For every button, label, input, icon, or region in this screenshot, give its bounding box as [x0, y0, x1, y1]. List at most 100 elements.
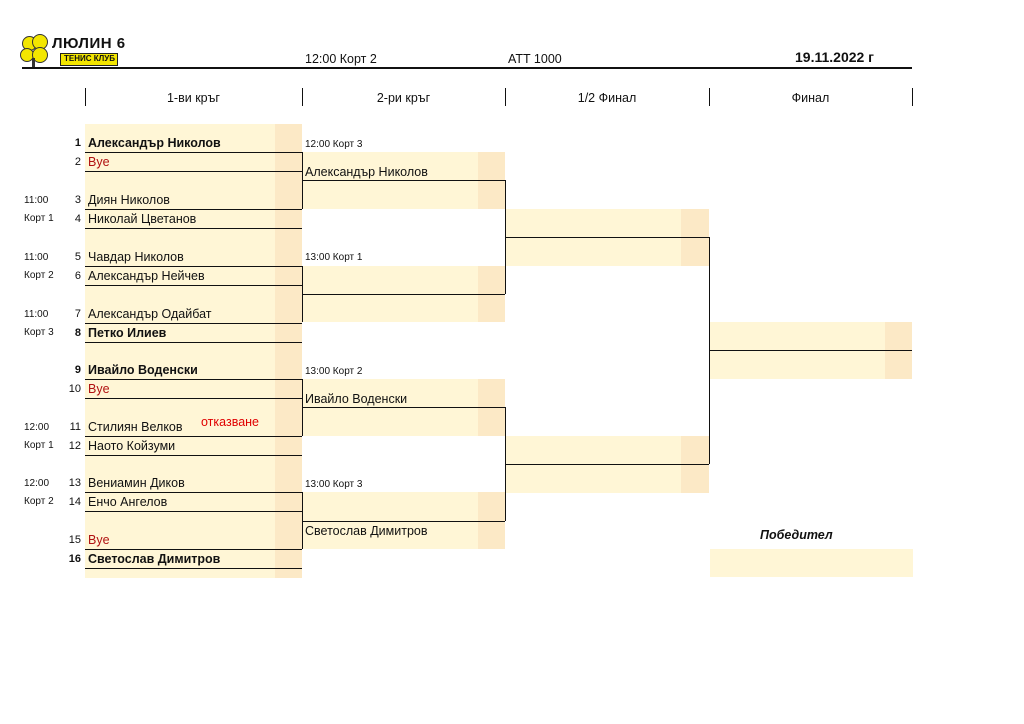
- r1-seed-cell: [275, 294, 302, 314]
- header-time-court: 12:00 Корт 2: [305, 52, 377, 66]
- player-name[interactable]: Александър Нейчев: [88, 269, 205, 283]
- r1-seed-cell: [275, 124, 302, 144]
- r1-cell: [85, 256, 275, 276]
- r1-cell: [85, 275, 275, 295]
- final-line: [709, 350, 912, 351]
- match-court: Корт 1: [24, 440, 54, 451]
- r2-match-time: 13:00 Корт 3: [305, 479, 363, 490]
- r1-line: [85, 228, 302, 229]
- player-name[interactable]: Енчо Ангелов: [88, 495, 168, 509]
- draw-number: 10: [68, 383, 81, 395]
- r1-seed-cell: [275, 407, 302, 427]
- draw-number: 2: [74, 156, 81, 168]
- match-court: Корт 3: [24, 327, 54, 338]
- match-court: Корт 2: [24, 270, 54, 281]
- round-header: 2-ри кръг: [376, 91, 431, 105]
- player-name[interactable]: Вениамин Диков: [88, 476, 185, 490]
- r2-winner[interactable]: Светослав Димитров: [305, 524, 428, 538]
- draw-number: 4: [74, 213, 81, 225]
- draw-number: 1: [74, 137, 81, 149]
- round-header-divider: [709, 88, 710, 106]
- r2-match-time: 13:00 Корт 1: [305, 252, 363, 263]
- r1-cell: [85, 237, 275, 257]
- r1-cell: [85, 350, 275, 371]
- draw-number: 5: [74, 251, 81, 263]
- player-name[interactable]: Николай Цветанов: [88, 212, 197, 226]
- round-header-divider: [912, 88, 913, 106]
- r2-line: [302, 180, 505, 181]
- tournament-name: ATT 1000: [508, 52, 562, 66]
- r2-line: [302, 521, 505, 522]
- match-time: 11:00: [24, 252, 49, 263]
- match-court: Корт 2: [24, 496, 54, 507]
- round-header: 1/2 Финал: [577, 91, 637, 105]
- player-name[interactable]: Чавдар Николов: [88, 250, 184, 264]
- round-header: Финал: [791, 91, 830, 105]
- club-name: ЛЮЛИН 6: [52, 35, 126, 52]
- r2-seed-cell: [478, 492, 505, 549]
- player-name[interactable]: Наото Койзуми: [88, 439, 176, 453]
- r1-seed-cell: [275, 313, 302, 333]
- tournament-date: 19.11.2022 г: [795, 49, 875, 65]
- r1-line: [85, 379, 302, 380]
- draw-number: 14: [68, 496, 81, 508]
- withdrawal-note: отказване: [201, 415, 259, 429]
- round-header-divider: [302, 88, 303, 106]
- match-time: 12:00: [24, 422, 50, 433]
- r1-seed-cell: [275, 464, 302, 484]
- r2-winner[interactable]: Александър Николов: [305, 165, 428, 179]
- r1-line: [85, 209, 302, 210]
- bye-entry[interactable]: Bye: [88, 155, 110, 169]
- r1-seed-cell: [275, 256, 302, 276]
- r1-seed-cell: [275, 237, 302, 257]
- draw-number: 15: [68, 534, 81, 546]
- r1-line: [85, 511, 302, 512]
- r2-match-time: 13:00 Корт 2: [305, 366, 363, 377]
- r1-line: [85, 455, 302, 456]
- r1-line: [85, 323, 302, 324]
- player-name[interactable]: Александър Одайбат: [88, 307, 212, 321]
- r1-line: [85, 436, 302, 437]
- draw-number: 8: [74, 327, 81, 339]
- r1-line: [85, 549, 302, 550]
- player-name[interactable]: Диян Николов: [88, 193, 170, 207]
- player-name[interactable]: Александър Николов: [88, 136, 221, 150]
- r1-cell: [85, 445, 275, 465]
- r2-line: [302, 294, 505, 295]
- player-name[interactable]: Стилиян Велков: [88, 420, 183, 434]
- player-name[interactable]: Светослав Димитров: [88, 552, 221, 566]
- winner-label: Победител: [760, 528, 833, 542]
- r1-seed-cell: [275, 331, 302, 352]
- sf-line: [505, 464, 709, 465]
- match-time: 11:00: [24, 195, 49, 206]
- club-subtitle-box: ТЕНИС КЛУБ: [60, 53, 118, 66]
- player-name[interactable]: Петко Илиев: [88, 326, 167, 340]
- bye-entry[interactable]: Bye: [88, 382, 110, 396]
- draw-number: 11: [69, 421, 81, 433]
- round-header: 1-ви кръг: [166, 91, 220, 105]
- r1-line: [85, 342, 302, 343]
- draw-number: 3: [74, 194, 81, 206]
- club-logo: ЛЮЛИН 6 ТЕНИС КЛУБ: [18, 34, 148, 70]
- r1-cell: [85, 520, 275, 541]
- r2-cell: [303, 492, 479, 549]
- draw-number: 13: [68, 477, 81, 489]
- header-rule: [22, 67, 912, 69]
- draw-number: 16: [68, 553, 81, 565]
- winner-cell: [710, 549, 913, 577]
- r1-seed-cell: [275, 350, 302, 371]
- draw-number: 7: [74, 308, 81, 320]
- draw-number: 9: [74, 364, 81, 376]
- r1-connector: [302, 492, 303, 549]
- r1-cell: [85, 407, 275, 427]
- sf-line: [505, 237, 709, 238]
- r2-winner[interactable]: Ивайло Воденски: [305, 392, 408, 406]
- r1-cell: [85, 124, 275, 144]
- draw-number: 12: [68, 440, 81, 452]
- round-header-divider: [85, 88, 86, 106]
- r1-cell: [85, 313, 275, 333]
- bye-entry[interactable]: Bye: [88, 533, 110, 547]
- r1-seed-cell: [275, 275, 302, 295]
- r1-line: [85, 171, 302, 172]
- player-name[interactable]: Ивайло Воденски: [88, 363, 198, 377]
